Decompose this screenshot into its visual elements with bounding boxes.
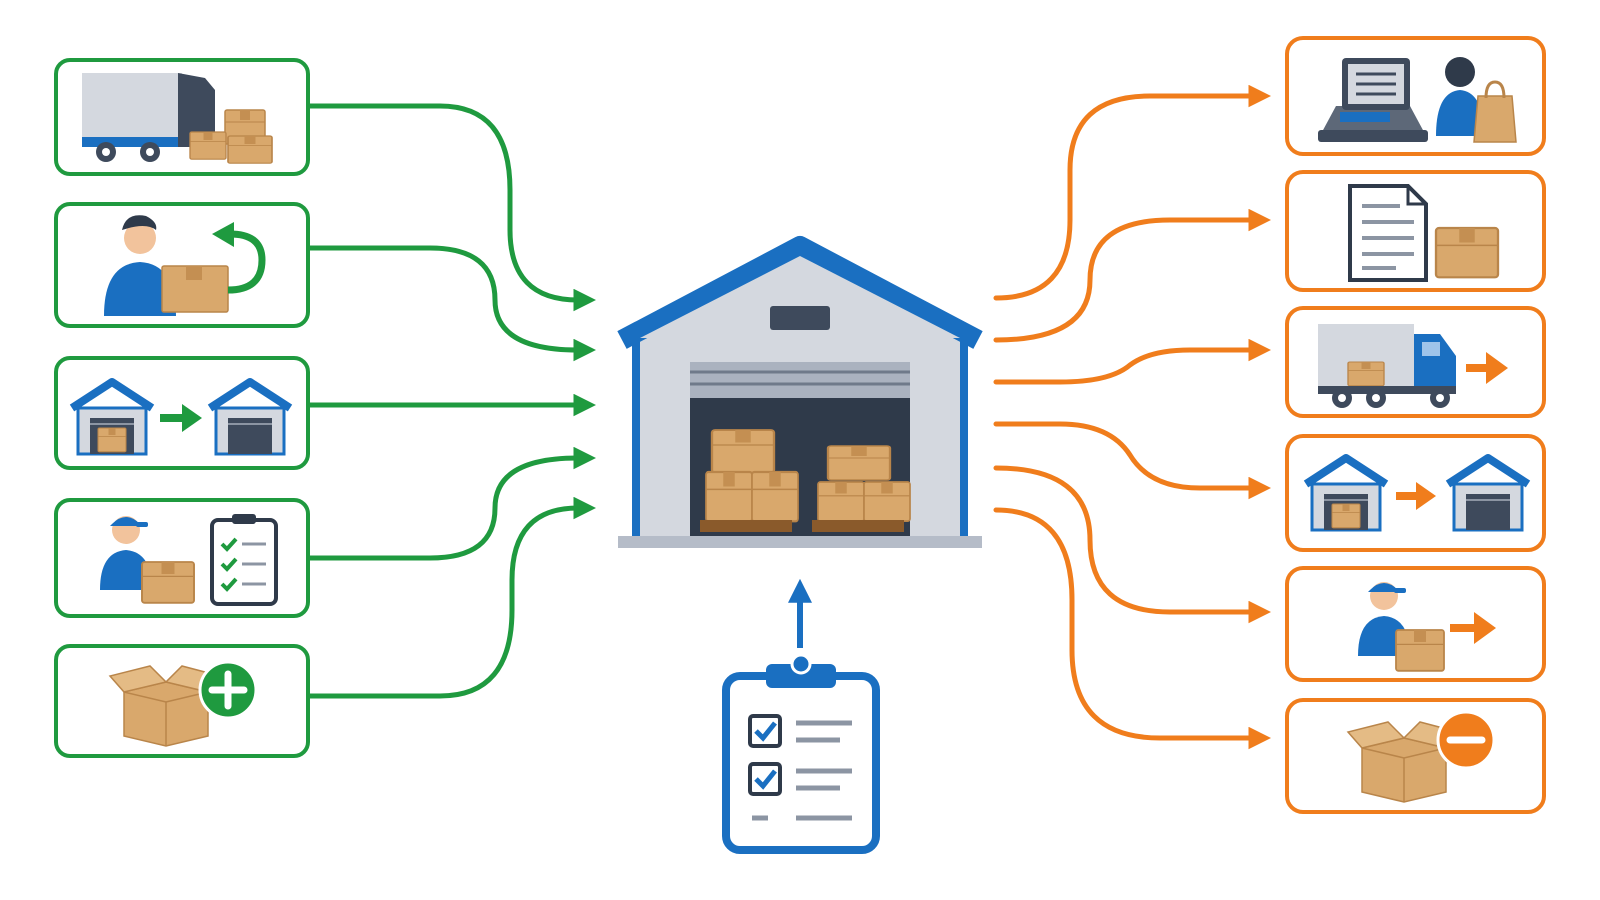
inbound-flows [304, 103, 596, 699]
inbound-source-adjustment-add[interactable] [54, 644, 310, 758]
outbound-flow-arrow-1 [993, 84, 1271, 301]
worker-checklist-receive-icon [100, 514, 278, 606]
inbound-flow-arrow-4 [304, 446, 596, 561]
inventory-audit[interactable] [722, 653, 880, 854]
outbound-flow-arrow-4 [993, 421, 1271, 500]
inbound-flow-arrow-1 [304, 103, 596, 312]
box-add-icon [108, 660, 258, 747]
document-box-icon [1348, 184, 1500, 282]
outbound-destination-adjustment-remove[interactable] [1285, 698, 1546, 814]
inbound-flow-arrow-2 [304, 245, 596, 362]
outbound-flows [993, 84, 1271, 750]
worker-box-out-icon [1358, 582, 1496, 672]
outbound-destination-shipping[interactable] [1285, 306, 1546, 418]
inbound-source-receiving[interactable] [54, 498, 310, 618]
warehouse-transfer-out-icon [1306, 458, 1528, 530]
inbound-source-delivery[interactable] [54, 58, 310, 176]
inbound-flow-arrow-5 [304, 496, 596, 699]
outbound-flow-arrow-6 [993, 507, 1271, 750]
delivery-truck-boxes-icon [82, 73, 273, 165]
outbound-flow-arrow-2 [993, 208, 1271, 343]
outbound-flow-arrow-5 [993, 465, 1271, 624]
outbound-destination-order-document[interactable] [1285, 170, 1546, 292]
outbound-destination-transfer[interactable] [1285, 434, 1546, 552]
outbound-flow-arrow-3 [993, 338, 1271, 385]
clipboard-checklist-icon [722, 653, 880, 854]
inbound-sources [54, 58, 310, 758]
point-of-sale-customer-icon [1318, 57, 1517, 143]
customer-return-icon [104, 215, 266, 316]
box-remove-icon [1346, 710, 1496, 803]
outbound-destinations [1285, 36, 1546, 814]
inbound-source-transfer[interactable] [54, 356, 310, 470]
outbound-destination-sale[interactable] [1285, 36, 1546, 156]
central-warehouse[interactable] [617, 236, 983, 548]
outbound-box-5 [1285, 566, 1546, 682]
delivery-truck-out-icon [1318, 324, 1508, 408]
warehouse-transfer-in-icon [72, 382, 290, 454]
outbound-destination-pick[interactable] [1285, 566, 1546, 682]
warehouse-icon [617, 236, 983, 548]
inbound-source-return[interactable] [54, 202, 310, 328]
